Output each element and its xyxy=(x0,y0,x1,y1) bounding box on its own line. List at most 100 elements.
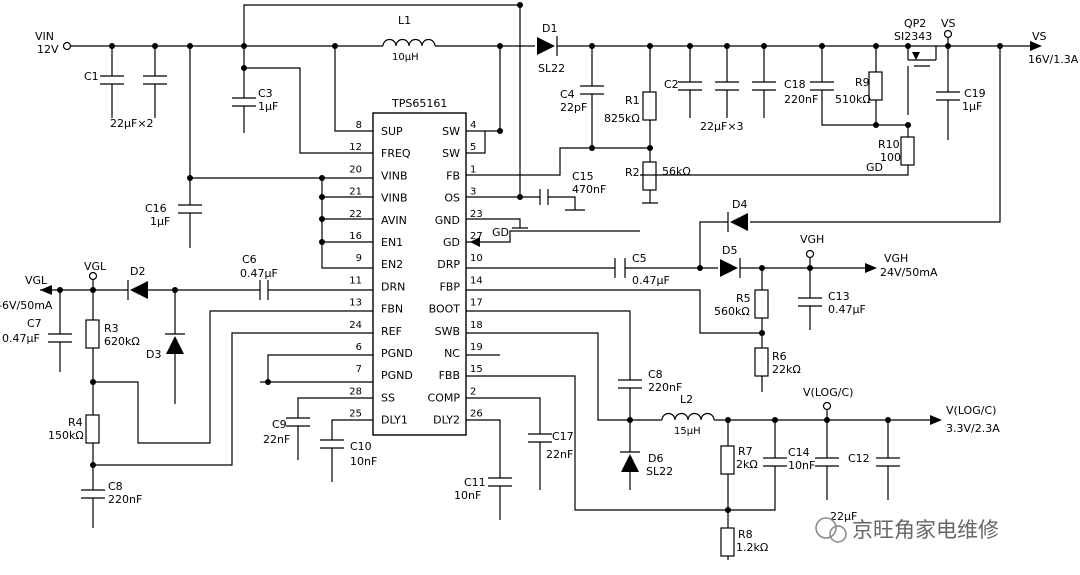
c1-value: 22μF×2 xyxy=(110,117,154,130)
c4-value: 22pF xyxy=(560,101,587,114)
d1-value: SL22 xyxy=(538,62,565,75)
capacitor-c15 xyxy=(539,189,585,211)
r10-ref: R10 xyxy=(878,138,900,151)
ic-left-pin-number: 7 xyxy=(356,364,362,375)
mosfet-qp2 xyxy=(907,46,937,115)
l1-value: 10μH xyxy=(392,52,419,63)
c12-value: 22μF xyxy=(830,510,857,523)
vgl-value: -6V/50mA xyxy=(0,299,53,312)
c9-value: 22nF xyxy=(263,433,290,446)
ic-right-pin-name: SW xyxy=(442,147,460,160)
c5-ref: C5 xyxy=(632,252,647,265)
ic-left-pin-number: 22 xyxy=(349,209,362,220)
ic-right-pin-name: DRP xyxy=(437,258,460,271)
r7-value: 2kΩ xyxy=(736,458,758,471)
diode-d6 xyxy=(620,420,640,490)
diode-d1 xyxy=(537,36,1030,56)
gd-pin-label: GD xyxy=(492,226,509,239)
ic-left-pin-name: FBN xyxy=(381,303,403,316)
resistor-r5 xyxy=(754,289,769,319)
d2-ref: D2 xyxy=(130,265,145,278)
r7-ref: R7 xyxy=(738,445,753,458)
c8-ref-left: C8 xyxy=(108,480,123,493)
ic-right-pin-name: OS xyxy=(444,192,460,205)
ic-right-pin-number: 18 xyxy=(470,320,483,331)
ic-left-pin-number: 13 xyxy=(349,298,362,309)
ic-right-pin-name: SW xyxy=(442,125,460,138)
resistor-r1 xyxy=(642,91,657,121)
ic-body xyxy=(372,112,467,436)
inductor-l1 xyxy=(382,38,535,47)
vs-node-label: VS xyxy=(941,17,956,30)
l2-value: 15μH xyxy=(674,426,701,437)
c14-value: 10nF xyxy=(788,459,815,472)
c1-ref: C1 xyxy=(84,70,99,83)
watermark-text: 京旺角家电维修 xyxy=(852,518,999,542)
ic-right-pin-number: 26 xyxy=(470,409,483,420)
ic-right-pin-number: 15 xyxy=(470,364,483,375)
ic-right-pin-name: FB xyxy=(446,169,460,182)
c18-value: 220nF xyxy=(784,93,818,106)
ic-right-pin-name: DLY2 xyxy=(433,414,460,427)
c6-value: 0.47μF xyxy=(240,267,278,280)
r2-ref: R2 xyxy=(625,166,640,179)
vin-value: 12V xyxy=(37,43,59,56)
c15-value: 470nF xyxy=(572,183,606,196)
ic-right-pin-name: GND xyxy=(435,214,460,227)
c8-value-right: 220nF xyxy=(648,381,682,394)
ic-left-pin-number: 28 xyxy=(349,386,362,397)
ic-right-pin-name: NC xyxy=(444,347,460,360)
diode-d4 xyxy=(699,212,748,268)
c10-value: 10nF xyxy=(350,455,377,468)
ic-left-pin-number: 8 xyxy=(356,120,362,131)
ic-right-pin-name: BOOT xyxy=(429,303,461,316)
ic-right-pin-number: 17 xyxy=(470,298,483,309)
ic-left-pin-name: DLY1 xyxy=(381,414,408,427)
vlog-node-label: V(LOG/C) xyxy=(803,386,853,399)
c14-ref: C14 xyxy=(788,446,810,459)
ic-left-pin-name: VINB xyxy=(381,169,408,182)
ic-right-pin-name: FBP xyxy=(439,280,460,293)
ic-left-pin-number: 24 xyxy=(349,320,362,331)
l2-ref: L2 xyxy=(680,393,693,406)
vgl-node-label: VGL xyxy=(84,260,107,273)
r5-ref: R5 xyxy=(736,292,751,305)
vgl-label: VGL xyxy=(25,274,48,287)
ic-right-pin-number: 19 xyxy=(470,342,483,353)
ic-left-pin-name: PGND xyxy=(381,347,413,360)
r3-value: 620kΩ xyxy=(104,335,140,348)
resistor-r7 xyxy=(720,445,735,475)
d6-ref: D6 xyxy=(648,452,663,465)
ic-left-pin-name: SS xyxy=(381,391,395,404)
r8-ref: R8 xyxy=(738,528,753,541)
d6-value: SL22 xyxy=(646,465,673,478)
r4-value: 150kΩ xyxy=(48,429,84,442)
ic-left-pin-name: EN1 xyxy=(381,236,403,249)
resistor-r3 xyxy=(85,319,100,349)
ic-left-pin-number: 11 xyxy=(349,275,362,286)
ic-left-pin-name: DRN xyxy=(381,280,405,293)
r9-ref: R9 xyxy=(855,76,870,89)
ic-right-pin-name: GD xyxy=(443,236,460,249)
c16-ref: C16 xyxy=(145,202,167,215)
c11-ref: C11 xyxy=(464,476,486,489)
c10-ref: C10 xyxy=(350,440,372,453)
resistor-r4 xyxy=(85,414,100,444)
diode-d3 xyxy=(165,290,185,404)
vgh-value: 24V/50mA xyxy=(880,266,938,279)
ic-right-pin-name: FBB xyxy=(439,369,460,382)
ic-left-pin-number: 20 xyxy=(349,164,362,175)
ic-left-pin-number: 21 xyxy=(349,187,362,198)
ic-left-pin-name: PGND xyxy=(381,369,413,382)
c11-value: 10nF xyxy=(454,489,481,502)
vin-rail-dots xyxy=(109,43,338,245)
c7-ref: C7 xyxy=(27,317,42,330)
c7-value: 0.47μF xyxy=(2,332,40,345)
ic-left-pin-name: EN2 xyxy=(381,258,403,271)
c13-ref: C13 xyxy=(828,290,850,303)
gd-gate-label: GD xyxy=(866,161,883,174)
r6-ref: R6 xyxy=(772,350,787,363)
d3-ref: D3 xyxy=(146,348,161,361)
ic-right-pin-number: 14 xyxy=(470,275,483,286)
